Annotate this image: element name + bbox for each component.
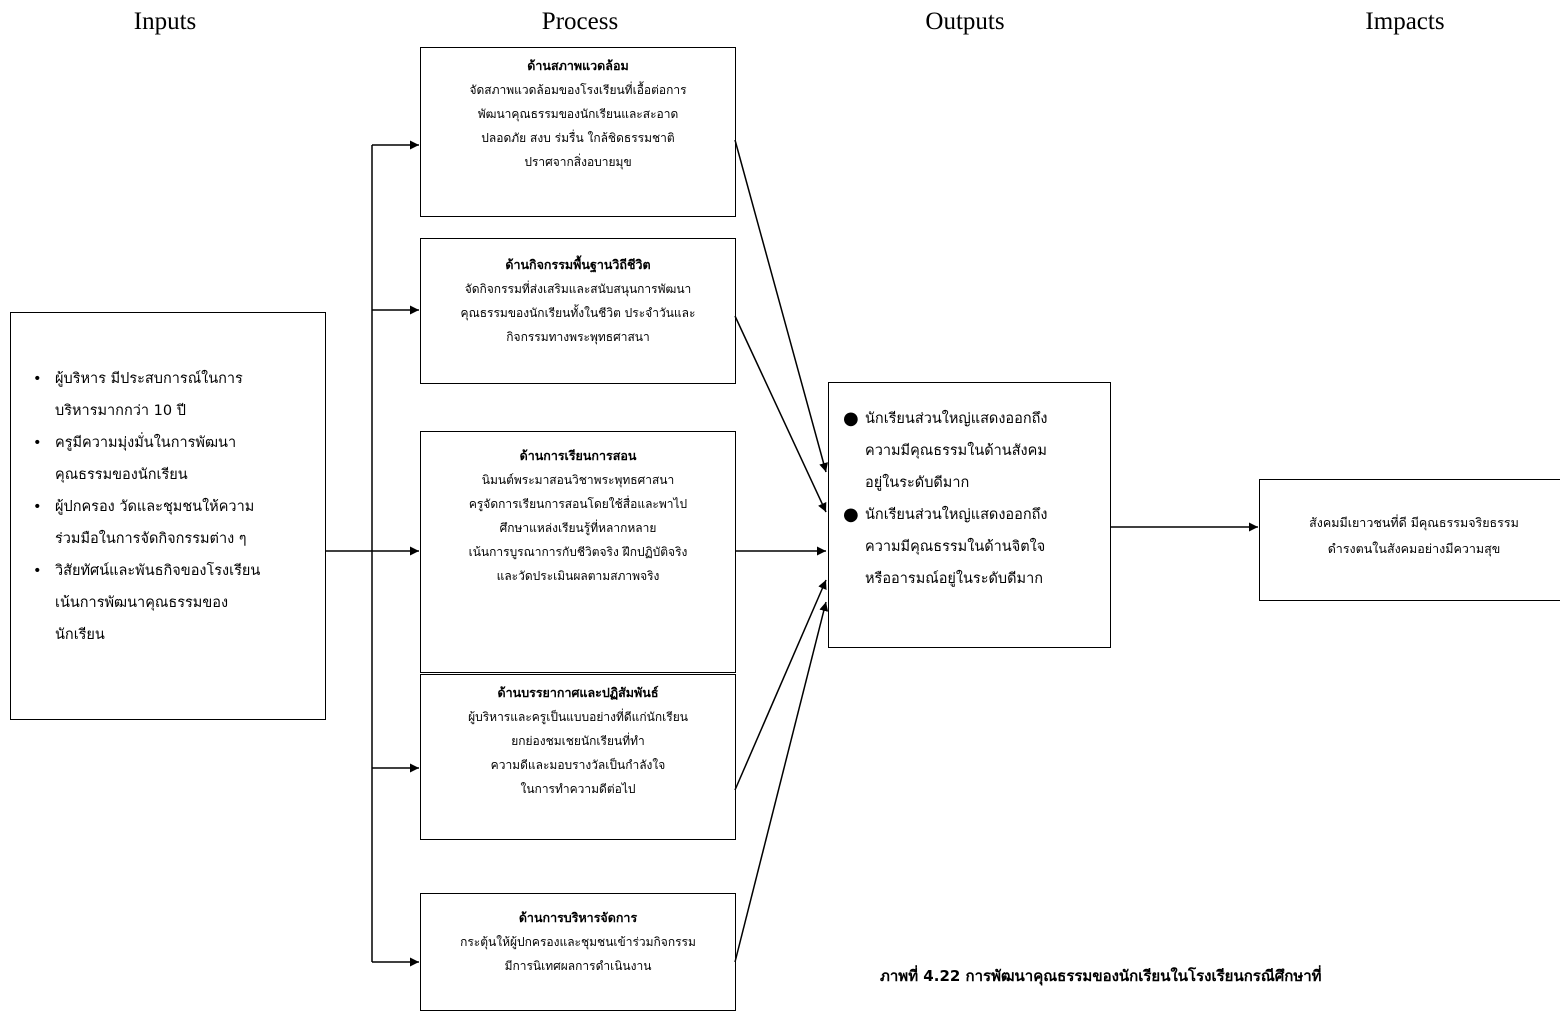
bullet-icon: • [33, 371, 42, 387]
input-item: • ผู้บริหาร มีประสบการณ์ในการบริหารมากกว… [33, 363, 317, 427]
bullet-icon: • [33, 435, 42, 451]
impacts-box: สังคมมีเยาวชนที่ดี มีคุณธรรมจริยธรรม ดำร… [1259, 479, 1560, 601]
input-item: • ผู้ปกครอง วัดและชุมชนให้ความร่วมมือในก… [33, 491, 317, 555]
impacts-header: Impacts [1365, 8, 1445, 35]
output-item: ● นักเรียนส่วนใหญ่แสดงออกถึงความมีคุณธรร… [843, 403, 1104, 499]
bullet-icon: ● [843, 408, 859, 429]
input-item: • ครูมีความมุ่งมั่นในการพัฒนาคุณธรรมของน… [33, 427, 317, 491]
output-item: ● นักเรียนส่วนใหญ่แสดงออกถึงความมีคุณธรร… [843, 499, 1104, 595]
process-box-teaching: ด้านการเรียนการสอน นิมนต์พระมาสอนวิชาพระ… [420, 431, 736, 673]
outputs-header: Outputs [925, 8, 1005, 35]
outputs-box: ● นักเรียนส่วนใหญ่แสดงออกถึงความมีคุณธรร… [828, 382, 1111, 648]
process-box-environment: ด้านสภาพแวดล้อม จัดสภาพแวดล้อมของโรงเรีย… [420, 47, 736, 217]
figure-caption: ภาพที่ 4.22 การพัฒนาคุณธรรมของนักเรียนใน… [880, 967, 1322, 985]
bullet-icon: • [33, 499, 42, 515]
process-box-atmosphere: ด้านบรรยากาศและปฏิสัมพันธ์ ผู้บริหารและค… [420, 674, 736, 840]
inputs-box: • ผู้บริหาร มีประสบการณ์ในการบริหารมากกว… [10, 312, 326, 720]
input-item: • วิสัยทัศน์และพันธกิจของโรงเรียนเน้นการ… [33, 555, 317, 651]
process-header: Process [541, 8, 619, 35]
inputs-header: Inputs [133, 8, 197, 35]
bullet-icon: • [33, 563, 42, 579]
process-box-management: ด้านการบริหารจัดการ กระตุ้นให้ผู้ปกครองแ… [420, 893, 736, 1011]
bullet-icon: ● [843, 504, 859, 525]
process-box-activities: ด้านกิจกรรมพื้นฐานวิถีชีวิต จัดกิจกรรมที… [420, 238, 736, 384]
